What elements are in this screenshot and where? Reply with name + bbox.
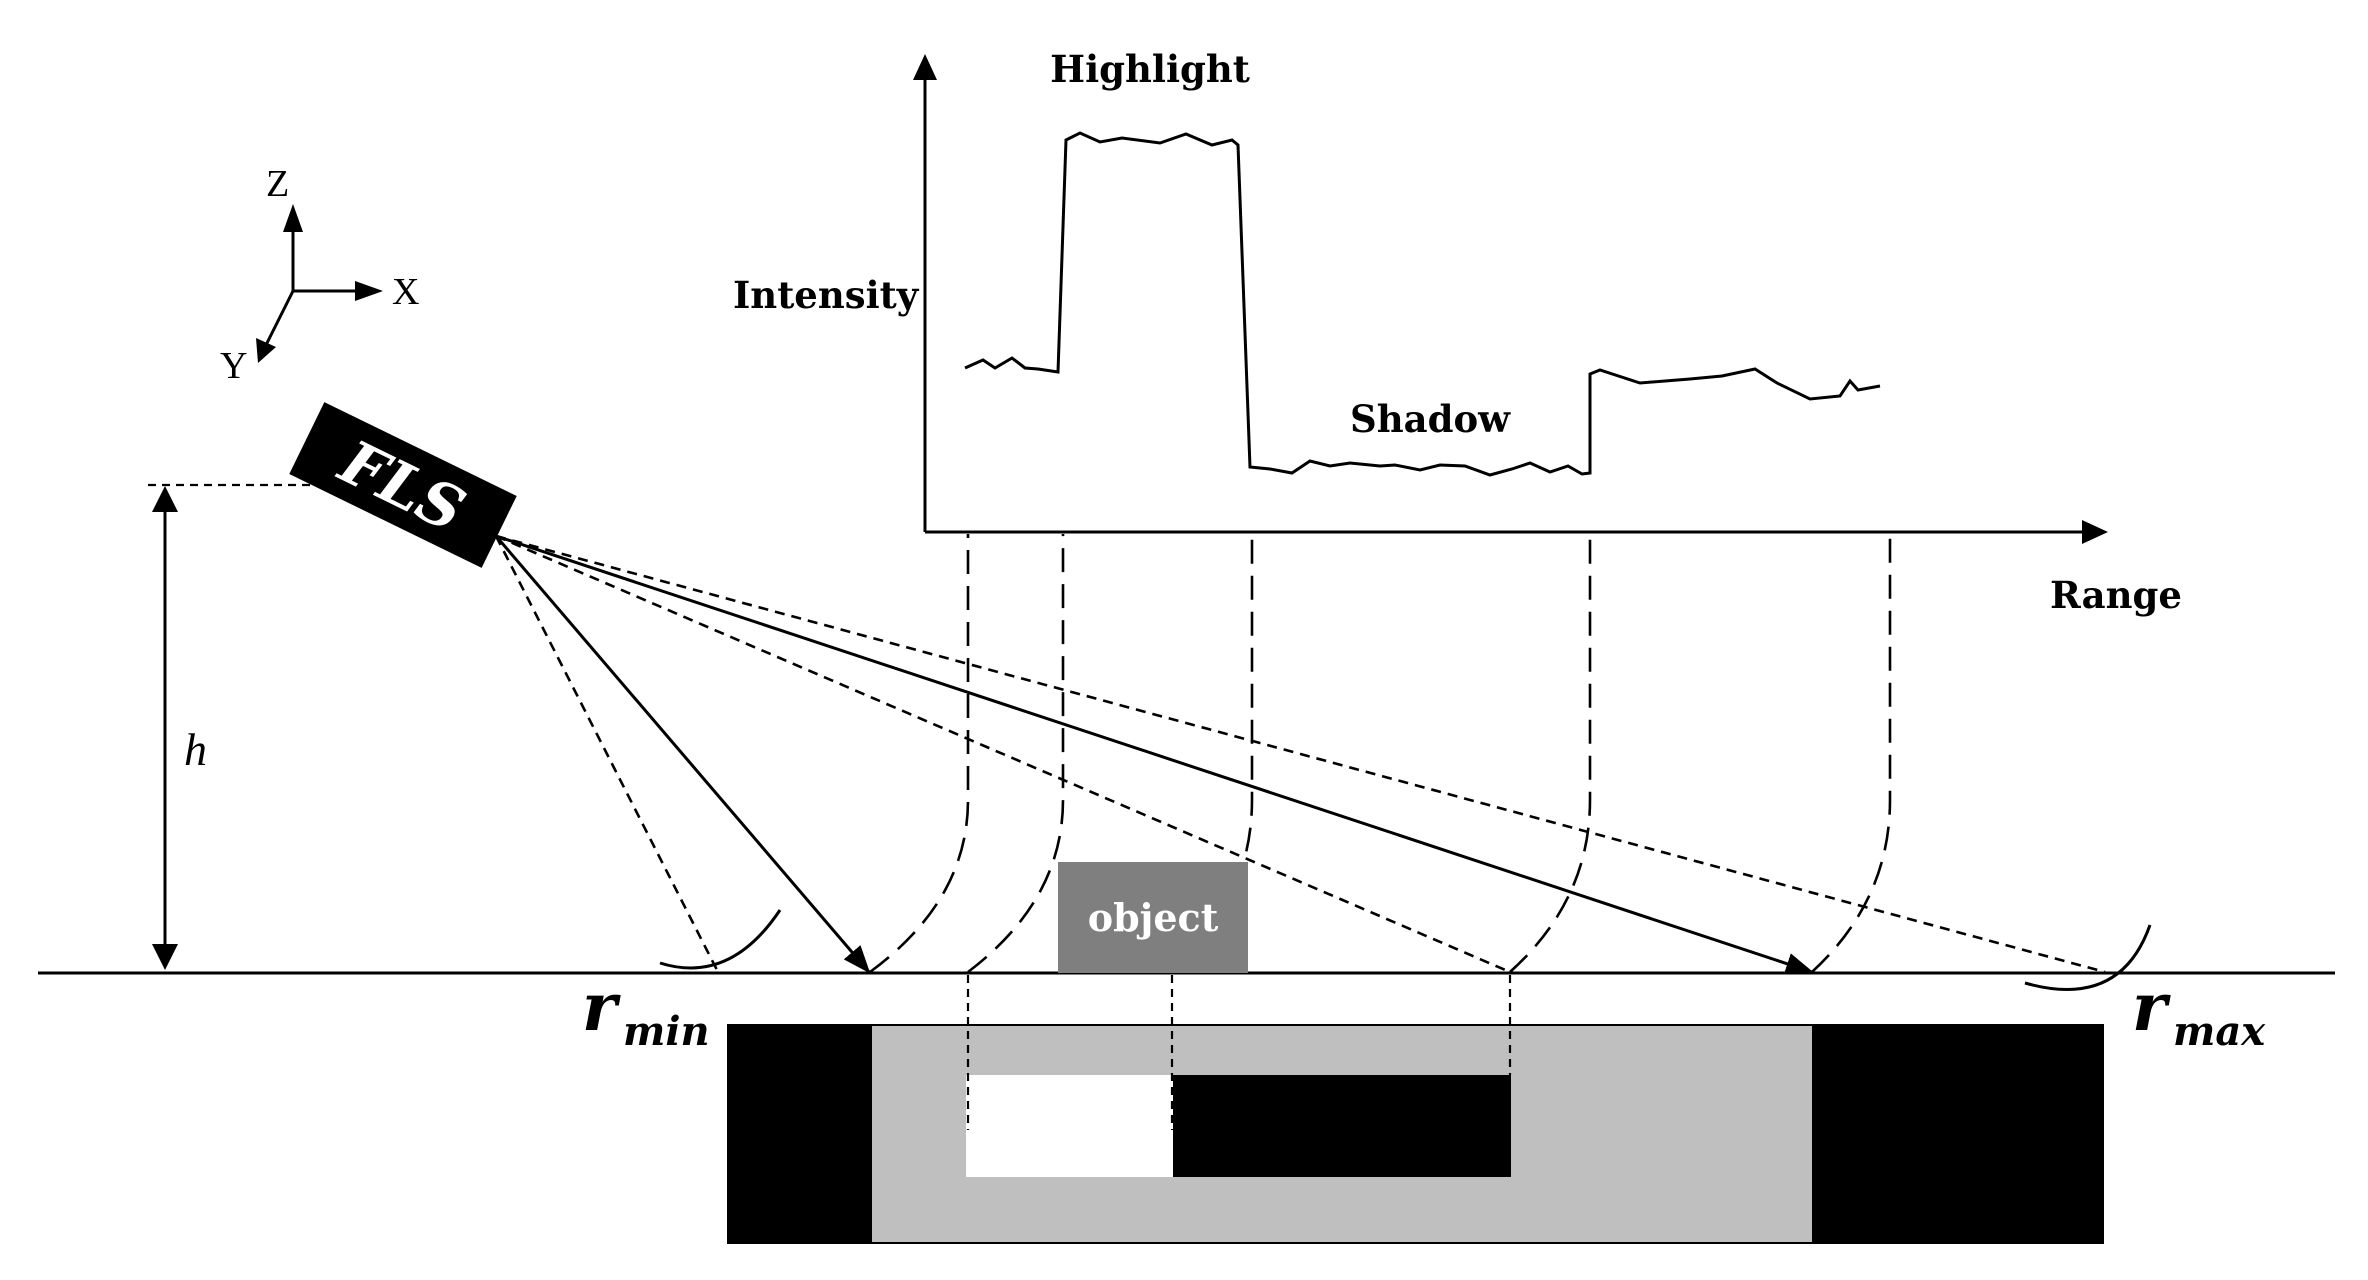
profile-xlabel: Range xyxy=(2050,573,2182,617)
profile-ylabel: Intensity xyxy=(733,273,920,317)
z-axis-label: Z xyxy=(266,163,289,205)
projection-curve-5 xyxy=(1811,534,1892,973)
projection-curve-4 xyxy=(1509,534,1592,973)
height-arrowhead-top xyxy=(152,486,178,512)
fls-sensor: FLS xyxy=(289,402,517,568)
object-block xyxy=(1058,862,1248,973)
seabed-object: object xyxy=(1058,862,1248,973)
intensity-profile-line xyxy=(964,131,1881,477)
coordinate-axes: Z X Y xyxy=(220,163,419,387)
y-axis-label: Y xyxy=(220,345,247,387)
sonar-image-strip xyxy=(727,975,2104,1244)
z-arrowhead xyxy=(283,204,303,232)
rmax-base: r xyxy=(2132,968,2171,1046)
rmax-arc xyxy=(2024,924,2152,991)
beam-center-far xyxy=(495,534,1814,975)
height-label: h xyxy=(184,724,207,775)
y-arrowhead xyxy=(256,338,276,363)
range-max-label: r max xyxy=(2132,968,2266,1055)
y-axis xyxy=(264,290,295,346)
profile-x-arrowhead xyxy=(2082,520,2108,544)
rmin-subscript: min xyxy=(623,1008,710,1055)
shadow-label: Shadow xyxy=(1350,397,1511,441)
image-highlight-region xyxy=(966,1075,1173,1177)
projection-curve-3 xyxy=(1171,534,1254,973)
object-label: object xyxy=(1088,895,1219,940)
projection-curves xyxy=(869,534,1892,974)
image-shadow-region xyxy=(1173,1075,1511,1177)
intensity-profile: Highlight Shadow Intensity Range xyxy=(733,47,2182,617)
beam-center-near xyxy=(494,535,871,974)
rmin-arc xyxy=(659,909,782,970)
projection-curve-2 xyxy=(967,534,1065,974)
highlight-label: Highlight xyxy=(1050,47,1250,91)
range-min-label: r min xyxy=(582,968,710,1055)
sonar-beams xyxy=(494,534,2106,975)
projection-curve-1 xyxy=(869,534,970,974)
x-axis-label: X xyxy=(392,271,419,313)
beam-edge-min xyxy=(494,535,720,973)
beam-edge-max xyxy=(495,534,2106,974)
rmax-subscript: max xyxy=(2173,1008,2266,1055)
height-marker: h xyxy=(148,483,318,970)
x-arrowhead xyxy=(355,281,383,301)
profile-y-arrowhead xyxy=(913,54,937,80)
rmin-base: r xyxy=(582,968,621,1046)
fls-sensor-body xyxy=(289,402,517,568)
beam-object-shadow xyxy=(495,534,1511,974)
height-arrowhead-bottom xyxy=(152,944,178,970)
